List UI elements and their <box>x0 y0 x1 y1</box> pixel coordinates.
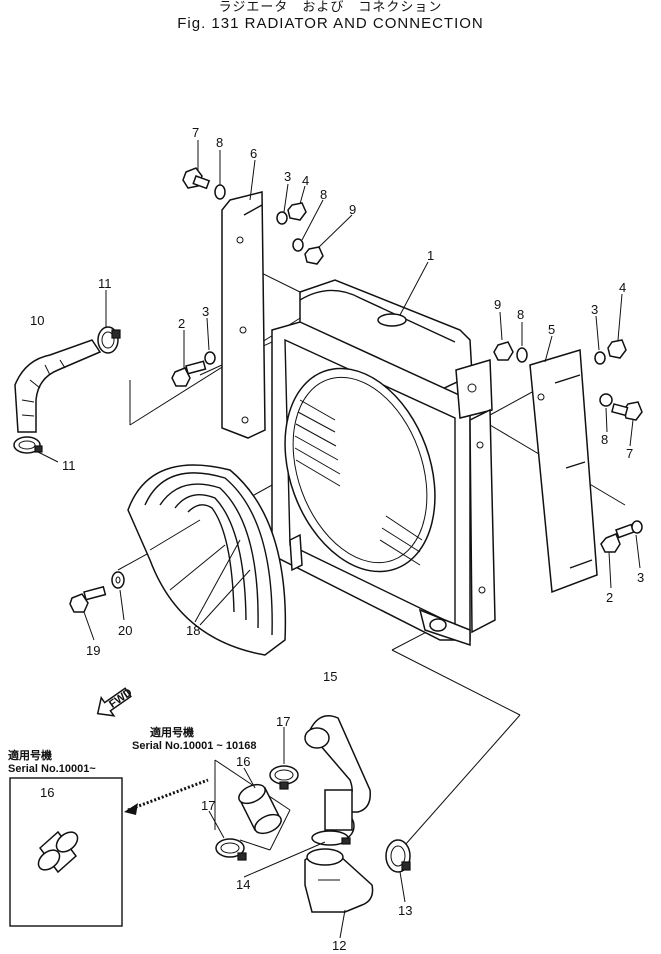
callout-9: 9 <box>349 202 356 217</box>
washer-8-lower-right <box>599 393 613 407</box>
nut-9-upper <box>304 246 324 265</box>
callout-3: 3 <box>591 302 598 317</box>
bolt-2-right <box>600 523 635 553</box>
left-bracket-6 <box>221 191 266 439</box>
forward-direction-arrow: FWD <box>96 687 135 717</box>
elbow-hose-12 <box>304 848 374 913</box>
callout-17: 17 <box>276 714 290 729</box>
washer-8-upper-left <box>214 184 226 200</box>
callout-8: 8 <box>517 307 524 322</box>
callout-2: 2 <box>606 590 613 605</box>
callout-3: 3 <box>284 169 291 184</box>
bolt-19 <box>69 585 107 613</box>
fwd-label: FWD <box>107 687 134 711</box>
hose-clamp-17-lower <box>215 838 247 861</box>
hose-clamp-14 <box>311 830 351 846</box>
bolt-7-upper-left <box>182 167 211 190</box>
hose-clamp-13 <box>385 839 411 873</box>
bolt-2-left <box>171 360 207 387</box>
nut-4-right <box>607 339 627 359</box>
radiator-assembly <box>271 279 496 647</box>
callout-5: 5 <box>548 322 555 337</box>
serial-note-range-lower: Serial No.10001~ <box>8 763 96 775</box>
callout-2: 2 <box>178 316 185 331</box>
hose-clamp-11-upper <box>97 326 121 354</box>
radiator-core-mesh <box>294 399 423 566</box>
elbow-hose-15 <box>304 715 371 841</box>
callout-18: 18 <box>186 623 200 638</box>
callout-19: 19 <box>86 643 100 658</box>
washer-8-upper <box>292 238 304 252</box>
callout-8: 8 <box>320 187 327 202</box>
callout-12: 12 <box>332 938 346 953</box>
washer-3-left <box>204 351 216 365</box>
inset-box <box>9 777 123 927</box>
serial-note-label-lower: 適用号機 <box>8 748 52 762</box>
inset-arrow <box>124 778 209 815</box>
callout-15: 15 <box>323 669 337 684</box>
washer-3-lower-right <box>631 520 643 534</box>
callout-16: 16 <box>40 785 54 800</box>
callout-17: 17 <box>201 798 215 813</box>
callout-numbers: 7 8 6 3 4 8 9 1 11 10 2 3 9 8 5 3 4 8 7 … <box>30 125 644 953</box>
callout-3: 3 <box>202 304 209 319</box>
pipe-16 <box>238 783 282 835</box>
callout-3: 3 <box>637 570 644 585</box>
hose-clamp-11-lower <box>13 436 43 454</box>
washer-3-upper <box>276 211 288 225</box>
callout-14: 14 <box>236 877 250 892</box>
callout-11: 11 <box>98 276 112 291</box>
figure-header: ラジエータ および コネクション Fig. 131 RADIATOR AND C… <box>0 0 661 32</box>
callout-20: 20 <box>118 623 132 638</box>
callout-11: 11 <box>62 458 76 473</box>
callout-4: 4 <box>619 280 626 295</box>
washer-3-right <box>594 351 606 365</box>
callout-7: 7 <box>626 446 633 461</box>
callout-8: 8 <box>601 432 608 447</box>
figure-title: Fig. 131 RADIATOR AND CONNECTION <box>177 15 484 32</box>
fan-guard-18 <box>127 464 287 656</box>
callout-16: 16 <box>236 754 250 769</box>
callout-9: 9 <box>494 297 501 312</box>
callout-7: 7 <box>192 125 199 140</box>
title-japanese: ラジエータ および コネクション <box>218 0 443 15</box>
hose-clamp-17-upper <box>269 765 299 790</box>
callout-13: 13 <box>398 903 412 918</box>
washer-20 <box>111 571 125 589</box>
nut-4-upper <box>287 202 307 221</box>
callout-1: 1 <box>427 248 434 263</box>
callout-4: 4 <box>302 173 309 188</box>
callout-leaders <box>37 140 641 939</box>
upper-hose-10 <box>14 339 102 433</box>
callout-10: 10 <box>30 313 44 328</box>
callout-6: 6 <box>250 146 257 161</box>
serial-note-range-upper: Serial No.10001 ~ 10168 <box>132 740 256 752</box>
right-bracket-5 <box>529 349 598 594</box>
bolt-7-right <box>611 401 643 421</box>
callout-8: 8 <box>216 135 223 150</box>
nut-9-right <box>493 341 514 361</box>
serial-note-label-upper: 適用号機 <box>150 725 194 739</box>
washer-8-right <box>516 347 528 363</box>
